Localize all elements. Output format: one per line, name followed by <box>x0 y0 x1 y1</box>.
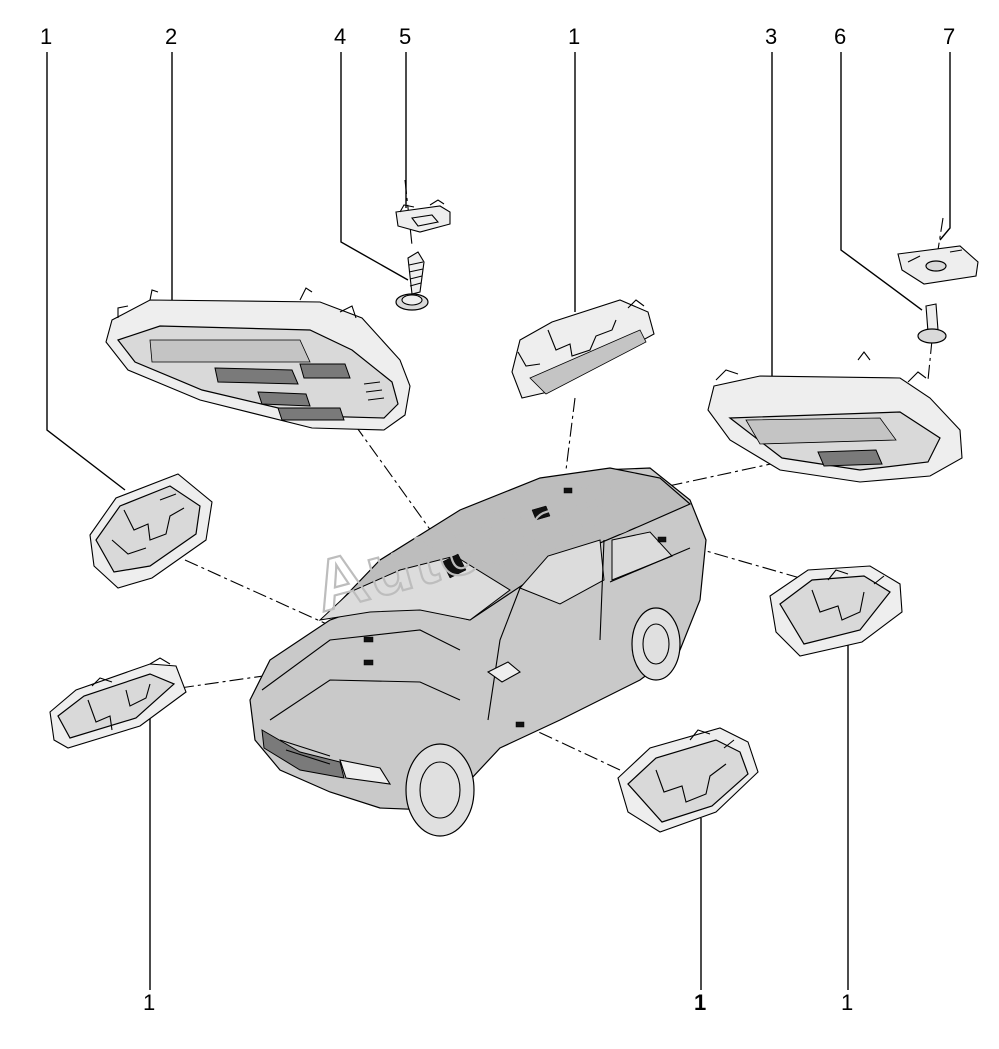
callout-1-top-left: 1 <box>40 24 52 49</box>
screw-part-4 <box>395 251 429 311</box>
screw-part-6 <box>917 303 947 344</box>
car-illustration <box>249 467 707 837</box>
callout-4: 4 <box>334 24 346 49</box>
callout-7: 7 <box>943 24 955 49</box>
callout-3: 3 <box>765 24 777 49</box>
rear-roof-console-part-3 <box>707 351 963 483</box>
callout-1-bottom-right: 1 <box>841 990 853 1015</box>
lamp-part-1-right <box>769 565 903 657</box>
clip-part-7 <box>897 245 979 285</box>
lamp-part-1-bottom <box>617 727 759 833</box>
front-roof-console-part-2 <box>105 287 411 431</box>
leader-lines <box>46 52 951 990</box>
lamp-part-1-top <box>511 299 655 399</box>
callout-1-bottom-center: 1 <box>694 990 706 1015</box>
lamp-part-1-left <box>89 473 213 589</box>
clip-part-5 <box>395 199 451 233</box>
callout-1-bottom-left: 1 <box>143 990 155 1015</box>
lamp-part-1-lower-left <box>49 657 187 749</box>
callout-1-top-center: 1 <box>568 24 580 49</box>
callout-6: 6 <box>834 24 846 49</box>
callout-2: 2 <box>165 24 177 49</box>
callout-5: 5 <box>399 24 411 49</box>
